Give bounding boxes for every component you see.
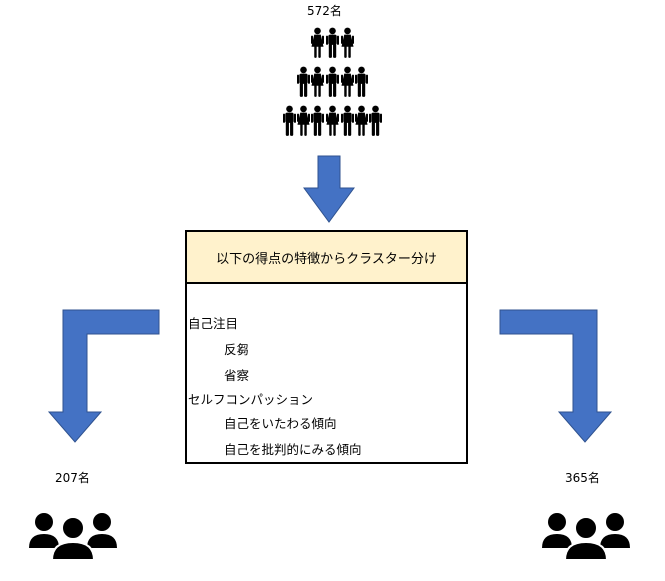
criterion-reflection: 省察 <box>224 368 250 383</box>
criterion-self-compassion: セルフコンパッション <box>188 392 314 407</box>
process-title: 以下の得点の特徴からクラスター分け <box>187 232 466 284</box>
total-count: 572名 <box>307 4 342 18</box>
group-icon-left <box>28 512 118 560</box>
right-cluster-count: 365名 <box>565 471 600 485</box>
criterion-self-focus: 自己注目 <box>188 316 239 331</box>
elbow-arrow-right <box>499 309 613 443</box>
criterion-self-kindness: 自己をいたわる傾向 <box>224 416 337 431</box>
criterion-self-criticism: 自己を批判的にみる傾向 <box>224 442 362 457</box>
down-arrow-center <box>303 155 355 223</box>
people-pyramid-icon <box>283 27 382 136</box>
elbow-arrow-left <box>47 309 160 443</box>
criterion-rumination: 反芻 <box>224 342 250 357</box>
group-icon-right <box>541 512 631 560</box>
process-box: 以下の得点の特徴からクラスター分け <box>185 230 468 464</box>
left-cluster-count: 207名 <box>55 471 90 485</box>
